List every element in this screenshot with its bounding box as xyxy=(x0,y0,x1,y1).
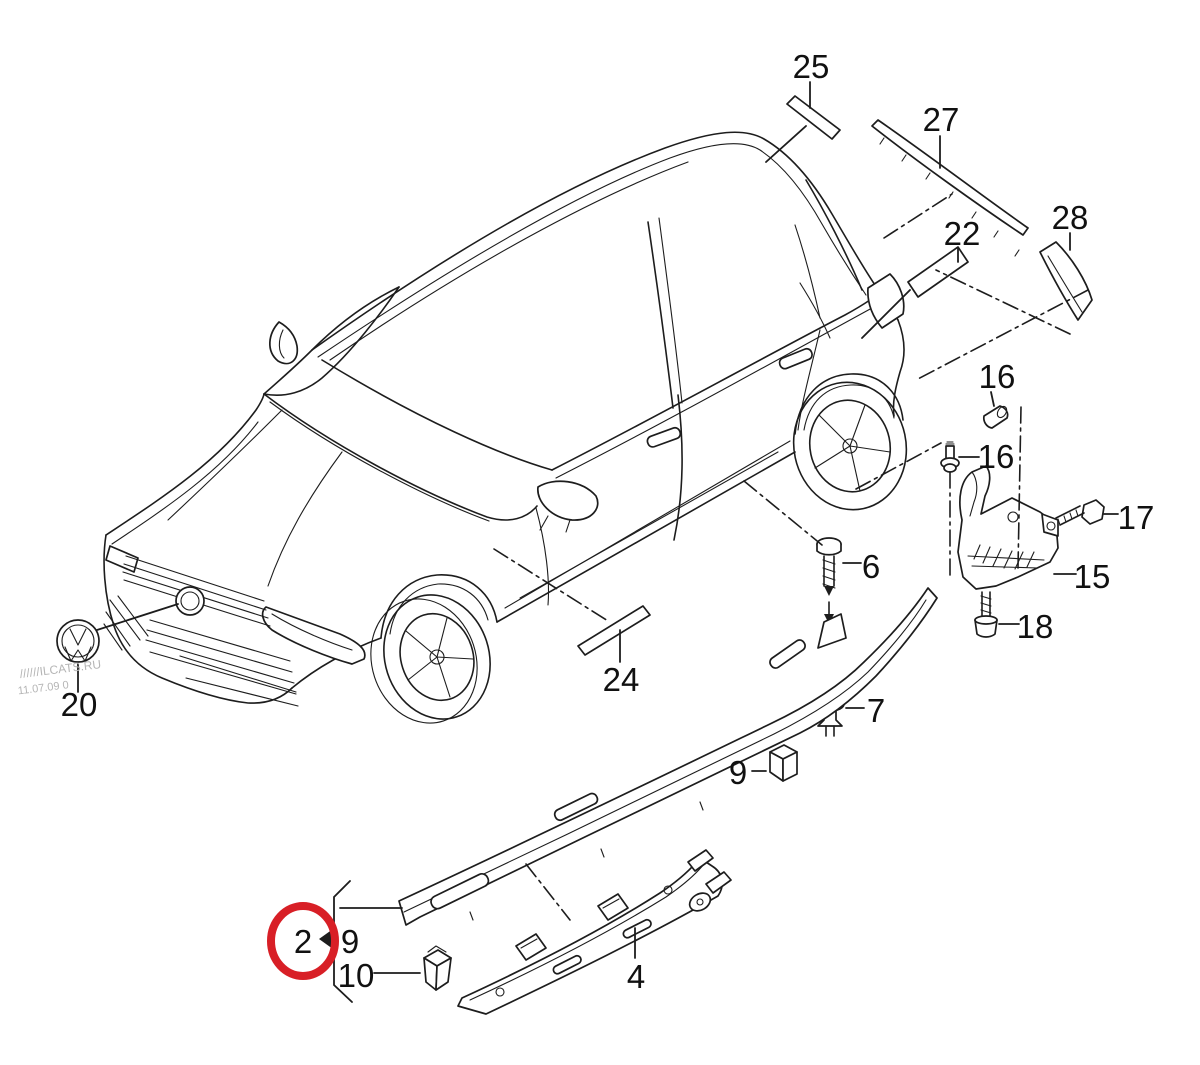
leader-lines xyxy=(77,81,1119,974)
placement-lines xyxy=(493,193,1089,921)
callout-25: 25 xyxy=(793,48,830,85)
callout-2-highlighted: 2 xyxy=(294,923,312,960)
part-16-pin xyxy=(940,441,960,473)
callout-9-group: 9 xyxy=(341,923,359,960)
callout-22: 22 xyxy=(944,215,981,252)
part-28-trim-plate xyxy=(1039,241,1093,321)
callout-7: 7 xyxy=(867,692,885,729)
part-2-sill-molding xyxy=(398,587,938,926)
part-10-clip xyxy=(423,945,452,991)
watermark-line1: //////ILCATS.RU xyxy=(19,657,102,681)
callout-16-lower: 16 xyxy=(978,438,1015,475)
rear-wheel xyxy=(792,381,908,511)
part-24-door-strip xyxy=(577,605,651,656)
callout-4: 4 xyxy=(627,958,645,995)
callout-17: 17 xyxy=(1118,499,1155,536)
callout-9-middle: 9 xyxy=(729,754,747,791)
front-wheel xyxy=(370,594,491,724)
antenna xyxy=(269,321,299,365)
callout-16-upper: 16 xyxy=(979,358,1016,395)
callout-6: 6 xyxy=(862,548,880,585)
part-16-spacer xyxy=(982,405,1009,429)
part-18-screw xyxy=(974,591,998,638)
callout-24: 24 xyxy=(603,661,640,698)
part-6-screw xyxy=(816,537,842,624)
part-9-clip-middle xyxy=(769,744,798,782)
callout-28: 28 xyxy=(1052,199,1089,236)
triangle-marker xyxy=(319,929,333,949)
part-4-sill-carrier xyxy=(457,849,732,1015)
callout-10: 10 xyxy=(338,957,375,994)
grille-emblem xyxy=(175,586,205,616)
part-22-trim-strip xyxy=(907,246,969,298)
part-15-bracket xyxy=(957,465,1059,590)
callout-27: 27 xyxy=(923,101,960,138)
side-mirror xyxy=(537,480,599,533)
callout-20: 20 xyxy=(61,686,98,723)
part-17-bolt xyxy=(1055,499,1105,526)
callout-15: 15 xyxy=(1074,558,1111,595)
front-door-handle xyxy=(646,426,682,448)
part-20-vw-emblem xyxy=(56,619,100,663)
rear-door-handle xyxy=(778,347,813,370)
callout-18: 18 xyxy=(1017,608,1054,645)
part-25-roof-strip xyxy=(786,95,841,140)
highlight-circle xyxy=(267,902,339,980)
car-illustration xyxy=(103,131,908,724)
